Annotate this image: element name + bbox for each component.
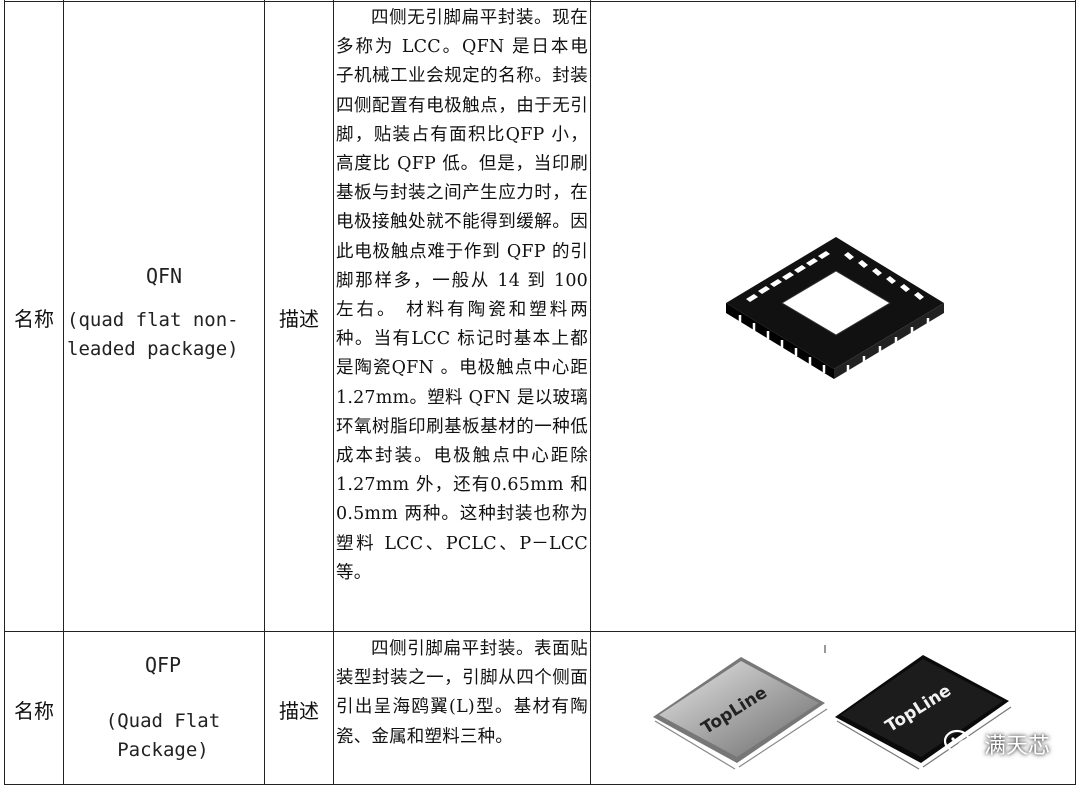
cell-description: 四侧无引脚扁平封装。现在多称为 LCC。QFN 是日本电子机械工业会规定的名称。…: [333, 0, 590, 631]
description-paragraph: 四侧无引脚扁平封装。现在多称为 LCC。QFN 是日本电子机械工业会规定的名称。…: [336, 8, 588, 583]
cell-desc-label: 描述: [264, 631, 333, 785]
table-row-qfn: 名称 QFN (quad flat non- leaded package) 描…: [4, 0, 1076, 631]
package-name-block: QFN (quad flat non- leaded package): [64, 262, 264, 364]
package-name-primary: QFN: [145, 264, 183, 288]
wechat-icon: [943, 729, 978, 757]
package-name-secondary-line1: (quad flat non-: [67, 309, 239, 331]
description-paragraph: 四侧引脚扁平封装。表面贴装型封装之一，引脚从四个侧面引出呈海鸥翼(L)型。基材有…: [336, 639, 588, 747]
package-name-primary: QFP: [144, 653, 182, 677]
table-top-border: [4, 1, 1076, 2]
watermark-text: 满天芯: [983, 734, 1050, 759]
cell-package-name: QFP (Quad Flat Package): [63, 631, 264, 785]
cell-name-label: 名称: [4, 631, 63, 785]
cell-image: TopLine TopLine: [590, 631, 1076, 785]
desc-label: 描述: [279, 307, 319, 331]
package-name-block: QFP (Quad Flat Package): [62, 651, 264, 765]
qfp-chip-icon: TopLine TopLine: [653, 645, 1012, 770]
qfn-chip-icon: [726, 237, 944, 379]
name-label: 名称: [14, 307, 54, 331]
cell-desc-label: 描述: [264, 0, 333, 631]
table-bottom-border: [4, 784, 1076, 785]
package-name-secondary-line2: Package): [117, 739, 209, 761]
cell-image: [590, 0, 1076, 631]
description-text: 四侧无引脚扁平封装。现在多称为 LCC。QFN 是日本电子机械工业会规定的名称。…: [336, 4, 588, 588]
cell-description: 四侧引脚扁平封装。表面贴装型封装之一，引脚从四个侧面引出呈海鸥翼(L)型。基材有…: [333, 631, 590, 785]
description-text: 四侧引脚扁平封装。表面贴装型封装之一，引脚从四个侧面引出呈海鸥翼(L)型。基材有…: [336, 635, 588, 752]
cell-package-name: QFN (quad flat non- leaded package): [63, 0, 264, 631]
name-label: 名称: [14, 699, 54, 723]
desc-label: 描述: [279, 699, 319, 723]
table-row-qfp: 名称 QFP (Quad Flat Package) 描述 四侧引脚扁平封装。表…: [0, 631, 1080, 785]
package-name-secondary-line2: leaded package): [67, 338, 239, 360]
row-divider: [4, 631, 1076, 632]
cell-name-label: 名称: [4, 0, 63, 631]
package-name-secondary-line1: (Quad Flat: [105, 710, 221, 732]
watermark: 满天芯: [943, 728, 1050, 760]
